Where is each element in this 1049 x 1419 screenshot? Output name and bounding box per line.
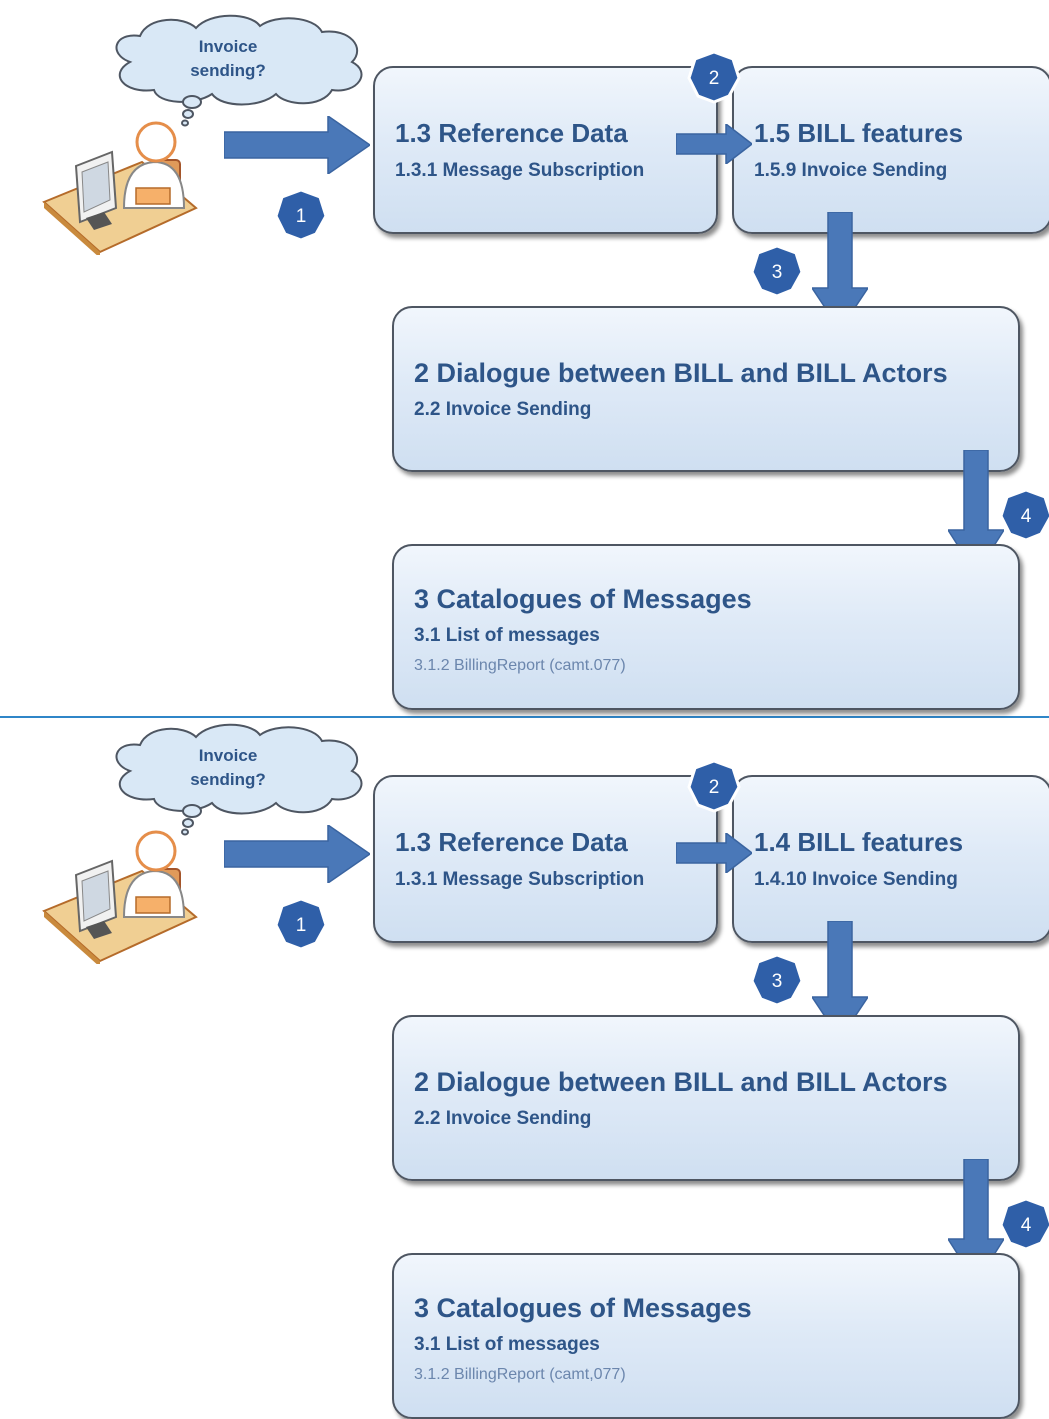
step-number: 1 [296, 915, 307, 936]
catalogue-subtitle: 3.1 List of messages [414, 625, 600, 646]
step-number: 3 [772, 262, 783, 283]
step-badge-3: 3 [750, 953, 804, 1007]
bill-features-subtitle: 1.4.10 Invoice Sending [754, 869, 958, 890]
dialogue-box: 2 Dialogue between BILL and BILL Actors … [392, 1015, 1020, 1181]
step-number: 4 [1021, 1215, 1032, 1236]
dialogue-subtitle: 2.2 Invoice Sending [414, 399, 592, 420]
step-number: 3 [772, 971, 783, 992]
step-badge-3: 3 [750, 244, 804, 298]
catalogue-subtitle: 3.1 List of messages [414, 1334, 600, 1355]
thought-line-1: Invoice [199, 746, 258, 765]
reference-data-title: 1.3 Reference Data [395, 118, 628, 148]
dialogue-subtitle: 2.2 Invoice Sending [414, 1108, 592, 1129]
arrow-user-to-reference [224, 116, 370, 174]
thought-bubble: Invoice sending? [115, 723, 363, 836]
reference-data-subtitle: 1.3.1 Message Subscription [395, 160, 645, 181]
thought-line-2: sending? [190, 770, 266, 789]
reference-data-subtitle: 1.3.1 Message Subscription [395, 869, 645, 890]
catalogue-detail: 3.1.2 BillingReport (camt,077) [414, 1366, 626, 1383]
bill-features-title: 1.4 BILL features [754, 827, 964, 857]
catalogue-box: 3 Catalogues of Messages 3.1 List of mes… [392, 1253, 1020, 1419]
arrow-reference-to-features [676, 833, 752, 873]
reference-data-title: 1.3 Reference Data [395, 827, 628, 857]
step-badge-1: 1 [274, 897, 328, 951]
step-number: 2 [709, 68, 720, 89]
bill-features-box: 1.5 BILL features 1.5.9 Invoice Sending [732, 66, 1049, 234]
step-badge-2: 2 [687, 50, 741, 104]
step-number: 4 [1021, 506, 1032, 527]
panel-divider [0, 716, 1049, 718]
catalogue-detail: 3.1.2 BillingReport (camt.077) [414, 657, 626, 674]
bill-features-box: 1.4 BILL features 1.4.10 Invoice Sending [732, 775, 1049, 943]
dialogue-box: 2 Dialogue between BILL and BILL Actors … [392, 306, 1020, 472]
thought-bubble: Invoice sending? [115, 14, 363, 127]
user-at-computer-icon [42, 121, 198, 255]
flow-panel-2: Invoice sending? 1 1.3 Reference Data 1.… [0, 709, 1049, 1419]
step-badge-1: 1 [274, 188, 328, 242]
reference-data-box: 1.3 Reference Data 1.3.1 Message Subscri… [373, 66, 718, 234]
thought-line-2: sending? [190, 61, 266, 80]
catalogue-box: 3 Catalogues of Messages 3.1 List of mes… [392, 544, 1020, 710]
bill-features-title: 1.5 BILL features [754, 118, 964, 148]
catalogue-title: 3 Catalogues of Messages [414, 584, 752, 614]
flow-panel-1: Invoice sending? 1 1.3 Reference Data 1.… [0, 0, 1049, 710]
step-number: 1 [296, 206, 307, 227]
reference-data-box: 1.3 Reference Data 1.3.1 Message Subscri… [373, 775, 718, 943]
dialogue-title: 2 Dialogue between BILL and BILL Actors [414, 1067, 948, 1097]
thought-line-1: Invoice [199, 37, 258, 56]
bill-features-subtitle: 1.5.9 Invoice Sending [754, 160, 948, 181]
step-badge-4: 4 [999, 488, 1049, 542]
step-badge-2: 2 [687, 759, 741, 813]
user-at-computer-icon [42, 830, 198, 964]
catalogue-title: 3 Catalogues of Messages [414, 1293, 752, 1323]
arrow-user-to-reference [224, 825, 370, 883]
step-badge-4: 4 [999, 1197, 1049, 1251]
dialogue-title: 2 Dialogue between BILL and BILL Actors [414, 358, 948, 388]
arrow-reference-to-features [676, 124, 752, 164]
step-number: 2 [709, 777, 720, 798]
